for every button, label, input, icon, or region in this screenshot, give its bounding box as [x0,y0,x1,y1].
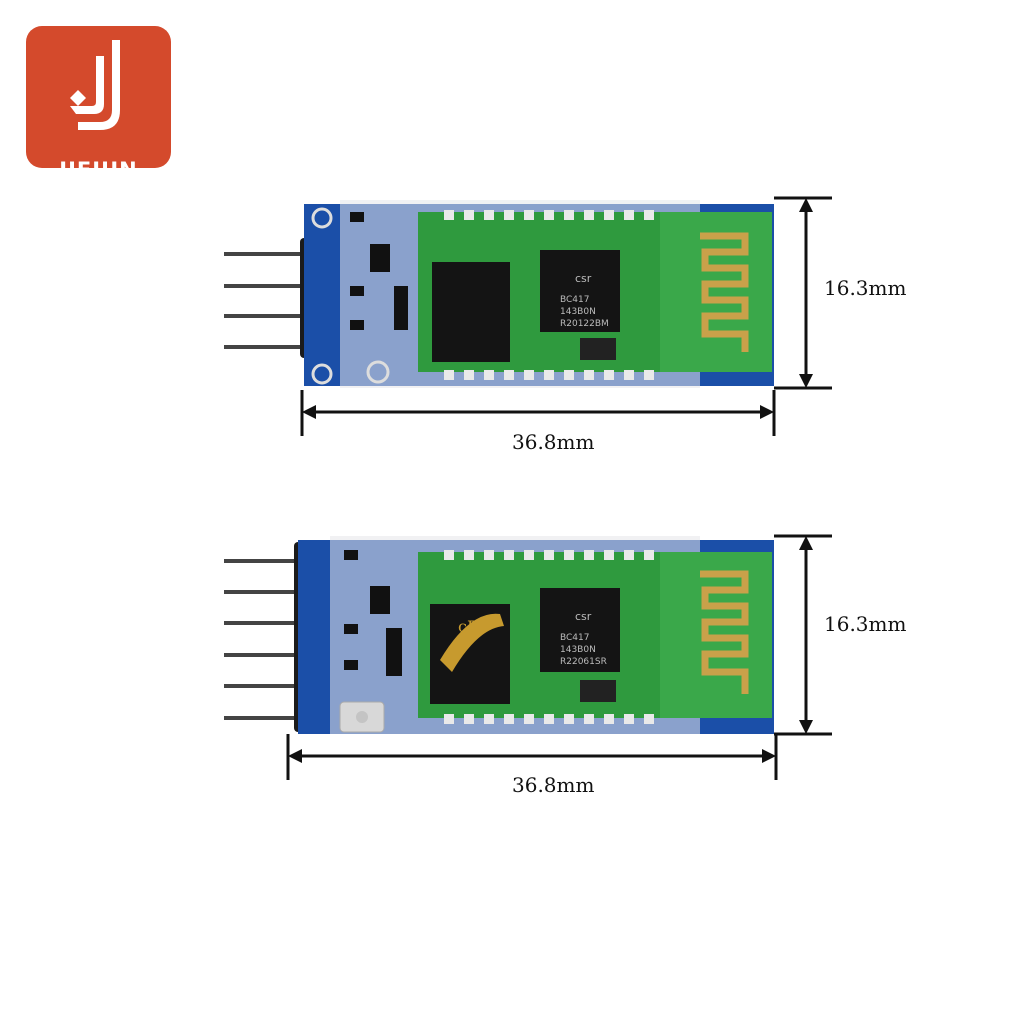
jiejun-logo: JIEJUN [26,26,171,182]
mounting-hole [311,207,333,229]
edge-pads-bottom [444,714,654,724]
arrow-down-icon [799,374,813,388]
width-dimension [286,734,778,780]
mounting-hole [366,360,390,384]
crystal [580,680,616,702]
csr-code: R20122BM [560,319,609,329]
edge-pads-top [444,550,654,560]
button-cap [356,711,368,723]
height-label: 16.3mm [824,612,907,636]
arrow-up-icon [799,536,813,550]
csr-logo: csr [575,272,592,285]
csr-chip [540,588,620,672]
height-dimension [774,534,832,736]
arrow-down-icon [799,720,813,734]
width-dimension [300,390,776,436]
csr-chip [540,250,620,332]
flash-chip [432,262,510,362]
arrow-left-icon [288,749,302,763]
smd-components [344,550,402,676]
mounting-hole [311,363,333,385]
edge-pads-bottom [444,370,654,380]
height-dimension [774,196,832,390]
csr-code: R22061SR [560,657,607,667]
flash-chip-label: cF [458,617,478,636]
csr-part: BC417 [560,295,589,305]
csr-lot: 143B0N [560,645,596,655]
header-pins [224,559,300,720]
width-label: 36.8mm [512,773,595,797]
antenna-trace [700,570,749,694]
arrow-right-icon [760,405,774,419]
chip-logo-mark [440,613,504,672]
brand-name: JIEJUN [59,158,138,182]
csr-part: BC417 [560,633,589,643]
height-label: 16.3mm [824,276,907,300]
antenna-trace [700,232,749,352]
header-pins [224,252,306,349]
smd-components [350,212,408,330]
edge-pads-top [444,210,654,220]
crystal [580,338,616,360]
arrow-left-icon [302,405,316,419]
jiejun-logo-mark [70,40,120,130]
width-label: 36.8mm [512,430,595,454]
csr-logo: csr [575,610,592,623]
arrow-up-icon [799,198,813,212]
arrow-right-icon [762,749,776,763]
csr-lot: 143B0N [560,307,596,317]
